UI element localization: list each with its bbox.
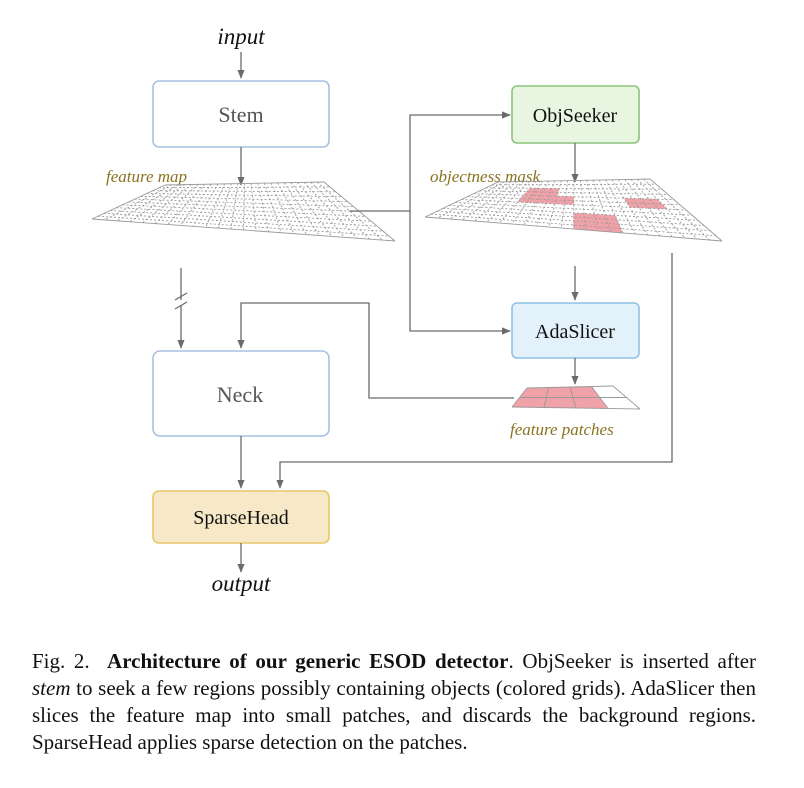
output-label: output bbox=[212, 571, 271, 596]
grid-line bbox=[579, 180, 587, 231]
caption-stem-word: stem bbox=[32, 676, 71, 700]
grid-line bbox=[479, 190, 669, 195]
grid-line bbox=[122, 204, 366, 217]
grid-line bbox=[257, 183, 270, 232]
grid-line bbox=[643, 178, 710, 241]
grid-line bbox=[526, 385, 614, 389]
architecture-diagram: input Stem feature map ObjSeeker objectn… bbox=[91, 24, 723, 596]
grid-line bbox=[535, 180, 556, 227]
grid-line bbox=[146, 193, 342, 198]
highlight-cell bbox=[570, 386, 600, 398]
branch-to-objseeker-arrow bbox=[409, 111, 511, 211]
break-mark-1 bbox=[174, 292, 188, 301]
grid-line bbox=[270, 182, 295, 234]
grid-line bbox=[243, 183, 245, 231]
caption-fig-number: Fig. 2. bbox=[32, 649, 90, 673]
objectness-mask-label: objectness mask bbox=[430, 167, 540, 186]
grid-line bbox=[467, 196, 681, 206]
caption-title: Architecture of our generic ESOD detecto… bbox=[107, 649, 509, 673]
highlight-cell bbox=[573, 397, 608, 409]
grid-line bbox=[263, 182, 282, 233]
stem-label: Stem bbox=[218, 102, 263, 127]
grid-line bbox=[592, 179, 612, 233]
highlight-cell bbox=[519, 387, 549, 398]
grid-line bbox=[104, 184, 172, 221]
grid-line bbox=[511, 406, 641, 410]
grid-line bbox=[624, 179, 673, 238]
grid-line bbox=[303, 182, 358, 239]
grid-line bbox=[630, 179, 686, 239]
grid-line bbox=[523, 180, 550, 226]
grid-line bbox=[104, 212, 384, 232]
grid-line bbox=[497, 178, 651, 183]
feature-map-grid bbox=[91, 181, 396, 242]
objseeker-label: ObjSeeker bbox=[533, 105, 618, 127]
caption-text-1: . ObjSeeker is inserted after bbox=[508, 649, 757, 673]
branch-to-adaslicer-arrow bbox=[409, 211, 511, 335]
grid-line bbox=[449, 204, 699, 221]
grid-line bbox=[158, 186, 330, 189]
grid-line bbox=[586, 180, 599, 232]
grid-line bbox=[317, 181, 383, 241]
grid-line bbox=[152, 190, 336, 193]
grid-line bbox=[142, 184, 192, 224]
grid-line bbox=[443, 207, 705, 226]
grid-line bbox=[110, 210, 378, 227]
feature-patches-grid bbox=[511, 385, 641, 410]
grid-line bbox=[128, 201, 360, 212]
feature-patches-label: feature patches bbox=[510, 420, 614, 439]
grid-line bbox=[473, 193, 675, 201]
grid-line bbox=[140, 195, 348, 203]
grid-line bbox=[491, 183, 657, 186]
highlight-cell bbox=[546, 387, 573, 398]
grid-line bbox=[164, 181, 325, 186]
grid-line bbox=[98, 215, 390, 237]
grid-line bbox=[437, 181, 505, 219]
objectness-mask-grid bbox=[424, 178, 723, 242]
grid-line bbox=[134, 198, 354, 208]
grid-line bbox=[129, 184, 186, 223]
grid-line bbox=[437, 210, 711, 232]
neck-label: Neck bbox=[217, 382, 263, 407]
grid-line bbox=[511, 180, 543, 225]
patches-to-neck-arrow bbox=[237, 302, 514, 399]
adaslicer-label: AdaSlicer bbox=[535, 321, 615, 343]
grid-line bbox=[91, 218, 396, 242]
highlight-cell bbox=[512, 397, 547, 408]
grid-line bbox=[461, 199, 687, 211]
feature-map-label: feature map bbox=[106, 167, 187, 186]
sparsehead-label: SparseHead bbox=[193, 507, 289, 529]
grid-line bbox=[485, 187, 663, 190]
grid-line bbox=[455, 201, 693, 216]
grid-line bbox=[277, 182, 308, 235]
input-label: input bbox=[217, 24, 265, 49]
grid-line bbox=[461, 181, 518, 221]
grid-line bbox=[424, 216, 723, 242]
highlight-cell bbox=[596, 222, 623, 233]
figure-caption: Fig. 2. Architecture of our generic ESOD… bbox=[32, 648, 756, 756]
highlight-cell bbox=[544, 397, 576, 408]
grid-line bbox=[116, 207, 372, 222]
grid-line bbox=[290, 182, 333, 237]
grid-line bbox=[180, 183, 212, 226]
grid-line bbox=[637, 178, 698, 240]
caption-text-2: to seek a few regions possibly containin… bbox=[32, 676, 756, 754]
grid-line bbox=[486, 181, 530, 223]
grid-line bbox=[154, 184, 199, 224]
mask-to-sparsehead-arrow bbox=[276, 253, 673, 489]
